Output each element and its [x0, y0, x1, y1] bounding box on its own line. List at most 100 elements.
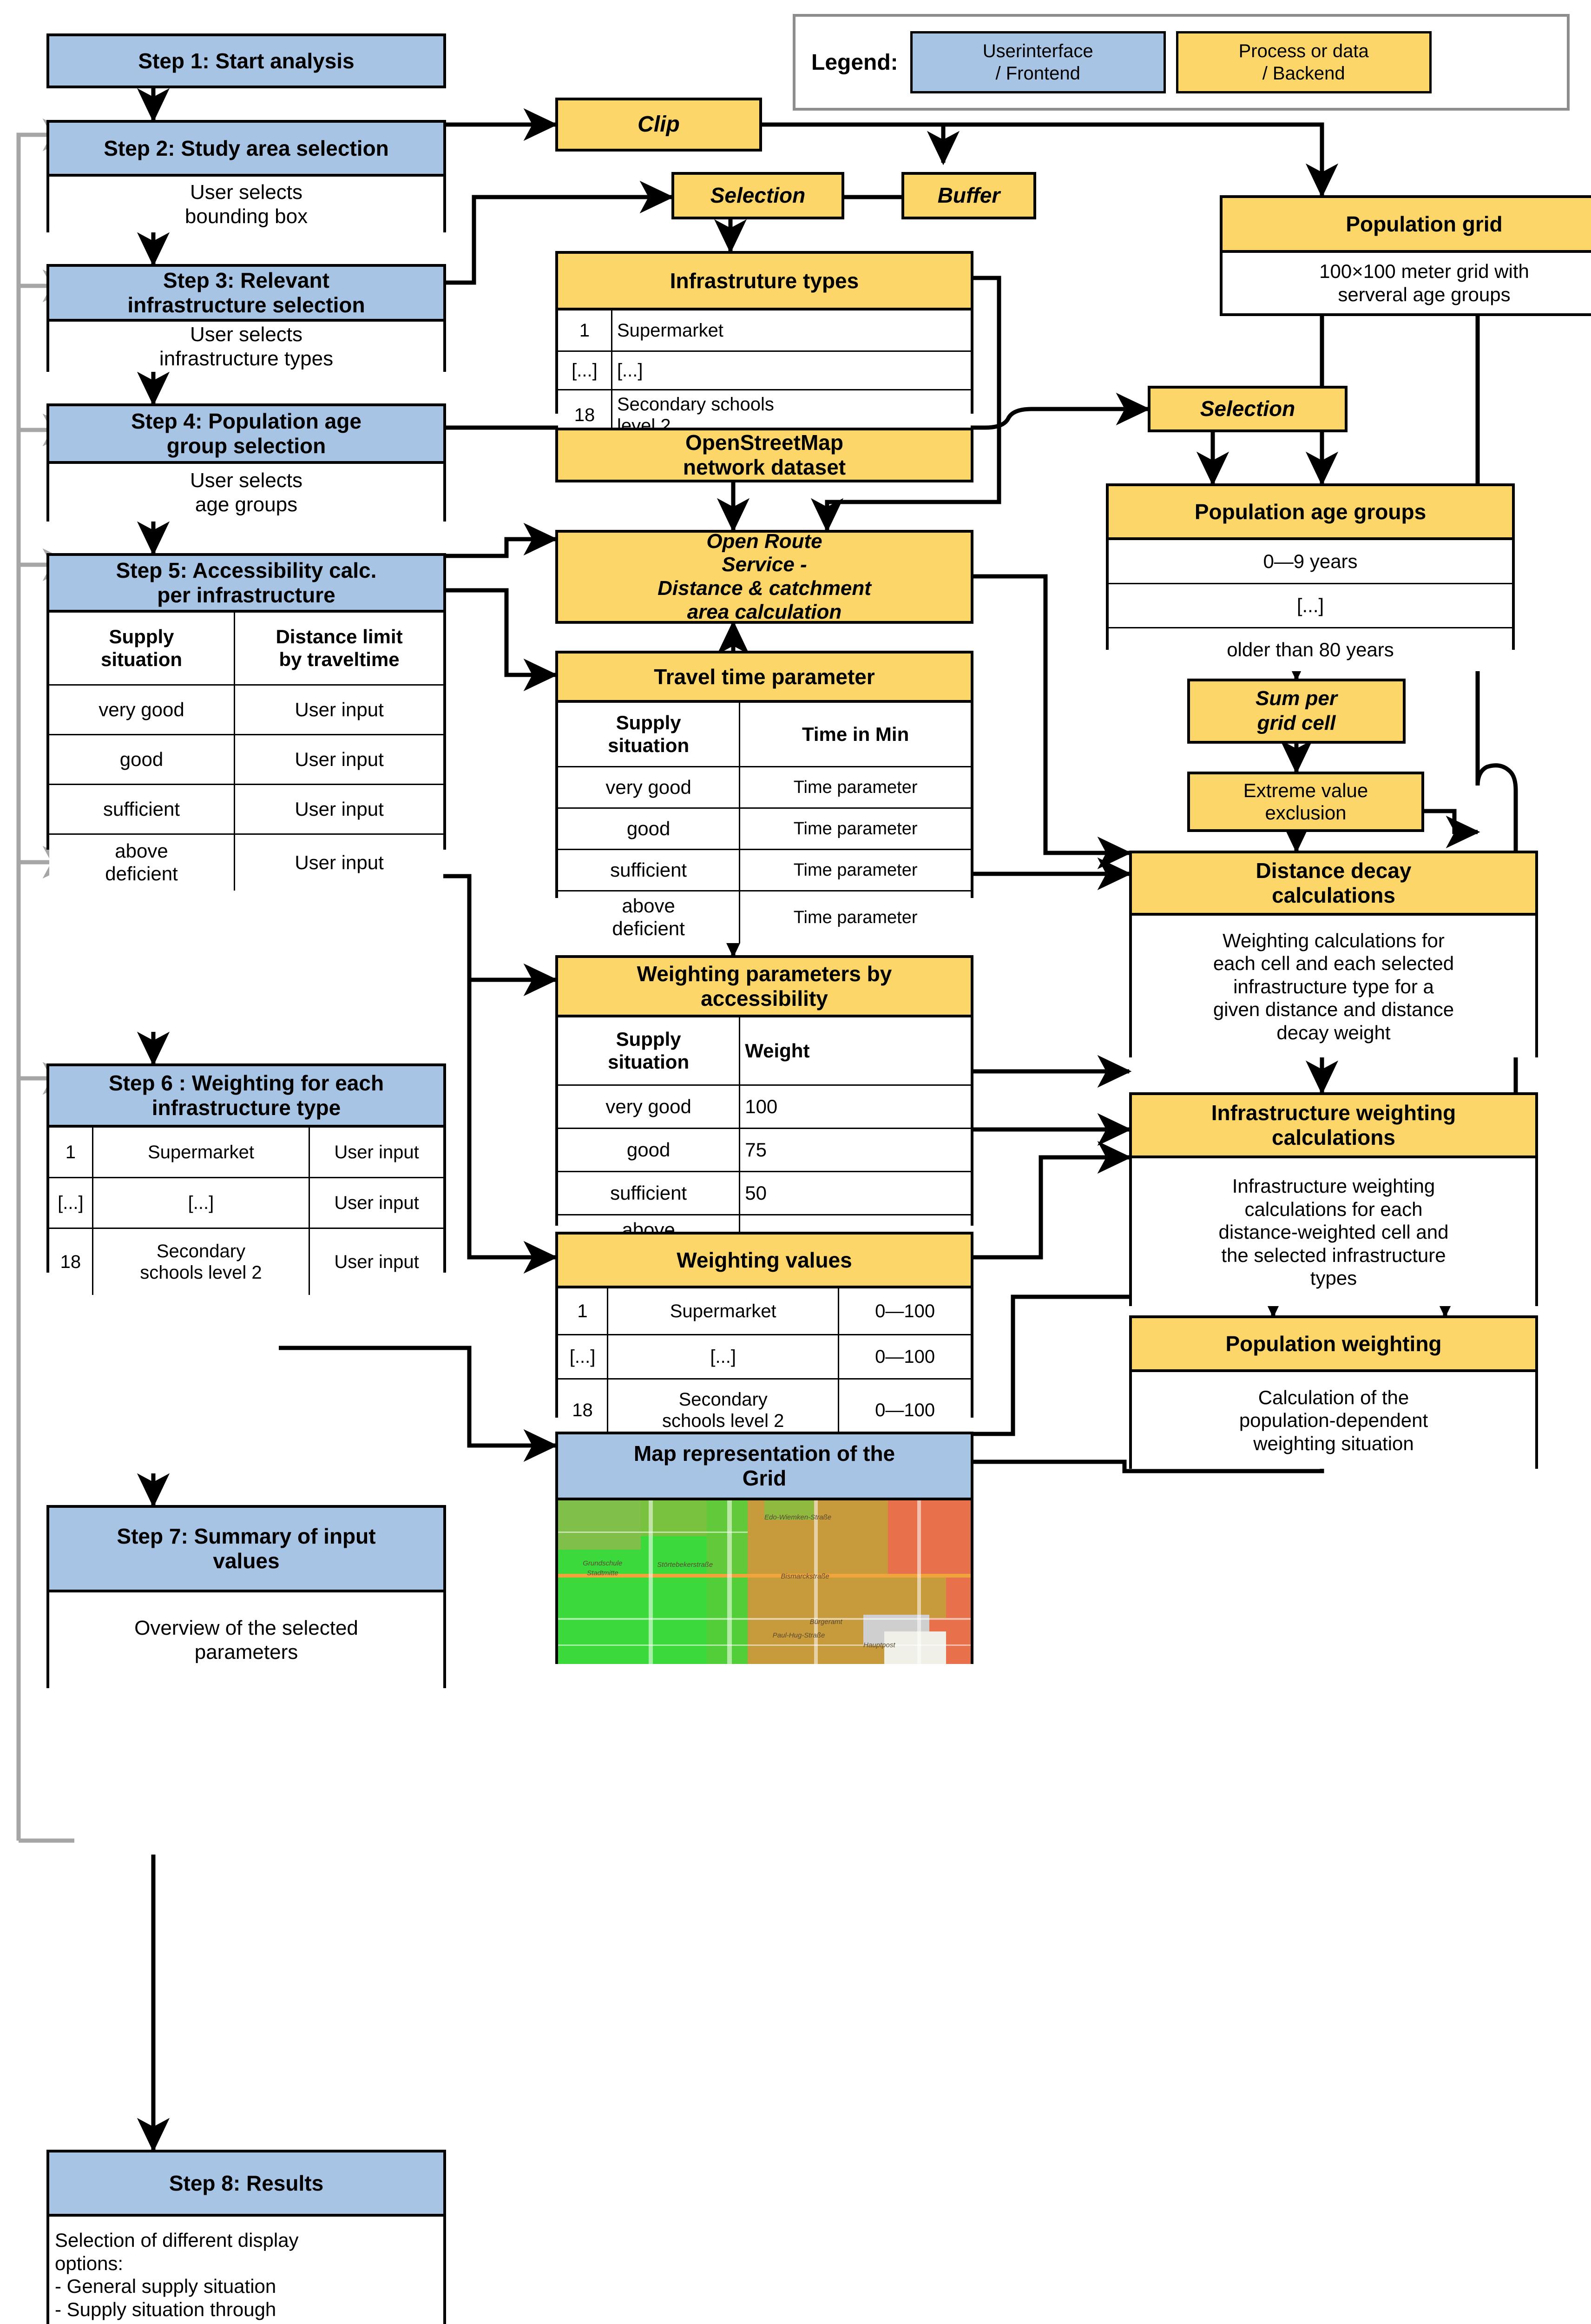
- table-row: older than 80 years: [1109, 627, 1512, 671]
- osm-title: OpenStreetMap network dataset: [558, 430, 971, 480]
- legend-title: Legend:: [811, 50, 898, 75]
- ors-title: Open Route Service - Distance & catchmen…: [558, 530, 971, 623]
- step-5-title: Step 5: Accessibility calc. per infrastr…: [49, 556, 443, 610]
- step-5-header-distance: Distance limit by traveltime: [234, 613, 443, 686]
- table-row: 0—9 years: [1109, 540, 1512, 584]
- table-row: [...][...]: [558, 350, 971, 390]
- process-selection-mid[interactable]: Selection: [671, 172, 844, 219]
- map-label: Bürgeramt: [809, 1618, 842, 1626]
- weighting-parameters-by-accessibility[interactable]: Weighting parameters by accessibility Su…: [555, 955, 973, 1268]
- process-selection-right[interactable]: Selection: [1148, 386, 1348, 432]
- travel-time-parameter[interactable]: Travel time parameter Supply situation T…: [555, 651, 973, 944]
- population-weighting-body: Calculation of the population-dependent …: [1132, 1369, 1535, 1469]
- step-5-header-supply: Supply situation: [49, 613, 236, 686]
- step-4-population-age-group-selection[interactable]: Step 4: Population age group selection U…: [46, 403, 446, 522]
- map-label: Stadtmitte: [587, 1569, 618, 1577]
- distance-decay-title: Distance decay calculations: [1132, 853, 1535, 913]
- map-label: Edo-Wiemken-Straße: [764, 1513, 832, 1522]
- table-header-row: Supply situation Weight: [558, 1017, 971, 1086]
- population-weighting[interactable]: Population weighting Calculation of the …: [1129, 1315, 1538, 1469]
- infrastructure-weighting-title: Infrastructure weighting calculations: [1132, 1095, 1535, 1155]
- table-row: 18 Secondary schools level 2 0—100: [558, 1378, 971, 1441]
- table-header-row: Supply situation Time in Min: [558, 703, 971, 767]
- infrastructure-types-title: Infrastruture types: [558, 254, 971, 308]
- step-7-summary-of-input-values[interactable]: Step 7: Summary of input values Overview…: [46, 1505, 446, 1688]
- step-7-title: Step 7: Summary of input values: [49, 1508, 443, 1590]
- distance-decay-body: Weighting calculations for each cell and…: [1132, 913, 1535, 1057]
- map-label: Störtebekerstraße: [657, 1561, 713, 1569]
- weighting-params-title: Weighting parameters by accessibility: [558, 958, 971, 1015]
- map-representation-title: Map representation of the Grid: [558, 1434, 971, 1498]
- distance-decay-calculations[interactable]: Distance decay calculations Weighting ca…: [1129, 851, 1538, 1057]
- step-3-relevant-infrastructure-selection[interactable]: Step 3: Relevant infrastructure selectio…: [46, 264, 446, 372]
- legend-swatch-process: Process or data / Backend: [1176, 31, 1432, 93]
- process-sum-per-grid-cell[interactable]: Sum per grid cell: [1187, 679, 1406, 744]
- step-2-study-area-selection[interactable]: Step 2: Study area selection User select…: [46, 120, 446, 232]
- step-3-title: Step 3: Relevant infrastructure selectio…: [49, 267, 443, 319]
- table-row: [...] [...] User input: [49, 1177, 443, 1229]
- process-buffer[interactable]: Buffer: [901, 172, 1036, 219]
- weighting-values-table: 1 Supermarket 0—100 [...] [...] 0—100 18…: [558, 1288, 971, 1441]
- step-3-body: User selects infrastructure types: [49, 319, 443, 372]
- process-clip[interactable]: Clip: [555, 98, 762, 152]
- map-label: Grundschule: [583, 1559, 623, 1567]
- legend-swatch-userinterface: Userinterface / Frontend: [910, 31, 1166, 93]
- step-1-start-analysis[interactable]: Step 1: Start analysis: [46, 33, 446, 88]
- process-extreme-value-exclusion[interactable]: Extreme value exclusion: [1187, 772, 1424, 832]
- step-6-weighting-per-infrastructure[interactable]: Step 6 : Weighting for each infrastructu…: [46, 1063, 446, 1295]
- population-age-groups-title: Population age groups: [1109, 486, 1512, 537]
- map-representation-of-the-grid[interactable]: Map representation of the Grid Grundschu…: [555, 1432, 973, 1664]
- open-route-service[interactable]: Open Route Service - Distance & catchmen…: [555, 530, 973, 624]
- step-5-accessibility-calculation[interactable]: Step 5: Accessibility calc. per infrastr…: [46, 553, 446, 891]
- table-row: 18 Secondary schools level 2 User input: [49, 1228, 443, 1295]
- step-7-body: Overview of the selected parameters: [49, 1590, 443, 1688]
- population-grid[interactable]: Population grid 100×100 meter grid with …: [1220, 195, 1591, 316]
- step-8-display-options: Selection of different display options: …: [49, 2214, 443, 2324]
- extreme-value-exclusion-label: Extreme value exclusion: [1190, 774, 1421, 829]
- step-1-title: Step 1: Start analysis: [49, 36, 443, 86]
- legend: Legend: Userinterface / Frontend Process…: [793, 14, 1570, 111]
- travel-time-title: Travel time parameter: [558, 654, 971, 700]
- step-8-results[interactable]: Step 8: Results Selection of different d…: [46, 2150, 446, 2324]
- step-2-title: Step 2: Study area selection: [49, 123, 443, 174]
- population-grid-body: 100×100 meter grid with serveral age gro…: [1223, 250, 1591, 313]
- step-6-title: Step 6 : Weighting for each infrastructu…: [49, 1066, 443, 1125]
- step-6-table: 1 Supermarket User input [...] [...] Use…: [49, 1128, 443, 1295]
- step-4-body: User selects age groups: [49, 461, 443, 522]
- step-2-body: User selects bounding box: [49, 174, 443, 232]
- table-row: [...] [...] 0—100: [558, 1334, 971, 1380]
- step-4-title: Step 4: Population age group selection: [49, 406, 443, 461]
- table-row: 1 Supermarket User input: [49, 1128, 443, 1178]
- table-header-row: Supply situation Distance limit by trave…: [49, 613, 443, 686]
- table-row: [...]: [1109, 583, 1512, 628]
- map-label: Bismarckstraße: [781, 1572, 829, 1580]
- map-label: Hauptpost: [863, 1641, 895, 1649]
- population-age-groups[interactable]: Population age groups 0—9 years [...] ol…: [1106, 483, 1515, 671]
- table-row: 1 Supermarket 0—100: [558, 1288, 971, 1335]
- weighting-values-title: Weighting values: [558, 1235, 971, 1286]
- population-weighting-title: Population weighting: [1132, 1318, 1535, 1369]
- infrastructure-weighting-calculations[interactable]: Infrastructure weighting calculations In…: [1129, 1092, 1538, 1306]
- population-grid-title: Population grid: [1223, 198, 1591, 250]
- infrastructure-weighting-body: Infrastructure weighting calculations fo…: [1132, 1155, 1535, 1306]
- openstreetmap-network-dataset[interactable]: OpenStreetMap network dataset: [555, 428, 973, 482]
- step-8-title: Step 8: Results: [49, 2152, 443, 2214]
- population-age-groups-table: 0—9 years [...] older than 80 years: [1109, 540, 1512, 671]
- weighting-values[interactable]: Weighting values 1 Supermarket 0—100 [..…: [555, 1232, 973, 1441]
- step-5-table: Supply situation Distance limit by trave…: [49, 613, 443, 891]
